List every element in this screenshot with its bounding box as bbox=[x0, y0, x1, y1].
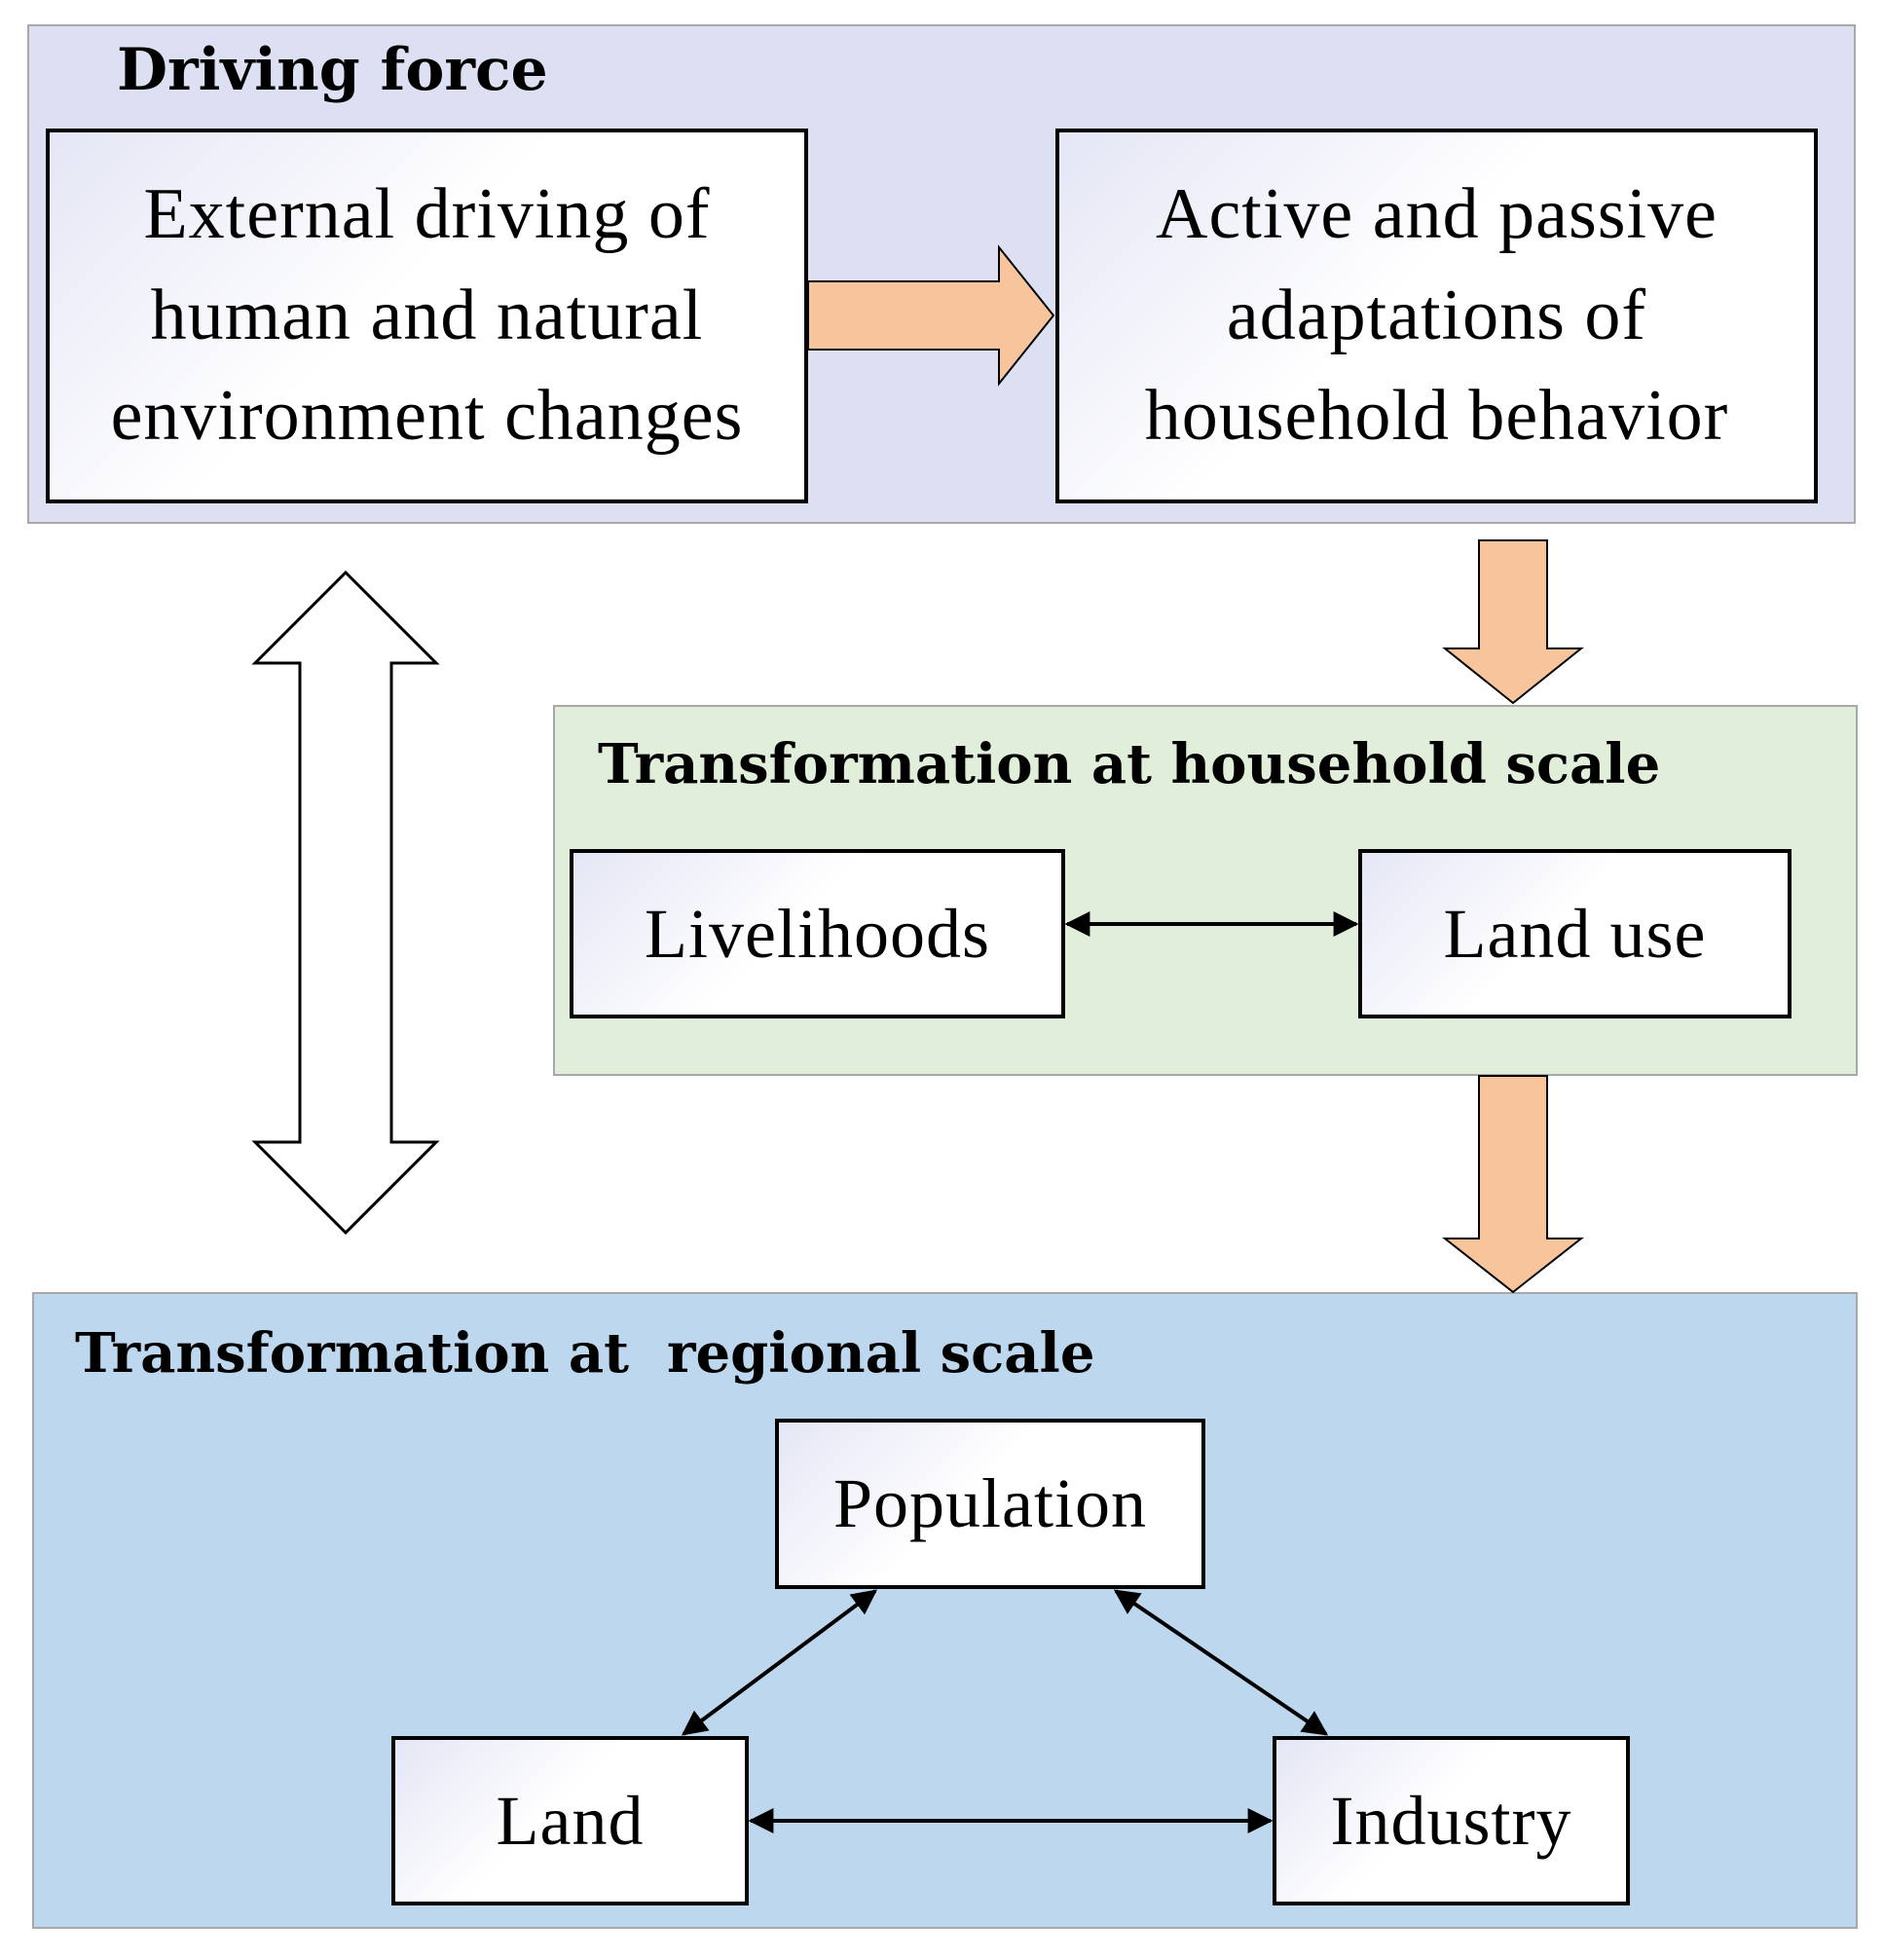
industry-label: Industry bbox=[1330, 1781, 1572, 1860]
population-label: Population bbox=[832, 1464, 1147, 1543]
down-block-arrow-lower bbox=[1442, 1075, 1584, 1294]
land-use-box: Land use bbox=[1358, 849, 1792, 1018]
livelihoods-label: Livelihoods bbox=[645, 894, 990, 973]
household-scale-title: Transformation at household scale bbox=[598, 732, 1661, 796]
land-box: Land bbox=[391, 1736, 749, 1905]
population-box: Population bbox=[775, 1419, 1205, 1589]
land-use-label: Land use bbox=[1443, 894, 1707, 973]
external-driving-label: External driving of human and natural en… bbox=[110, 174, 744, 457]
bidirectional-hollow-arrow bbox=[251, 570, 440, 1236]
industry-box: Industry bbox=[1273, 1736, 1630, 1905]
external-driving-box: External driving of human and natural en… bbox=[46, 129, 808, 503]
household-adaptations-box: Active and passive adaptations of househ… bbox=[1055, 129, 1818, 503]
livelihoods-box: Livelihoods bbox=[570, 849, 1065, 1018]
regional-scale-title: Transformation at regional scale bbox=[75, 1321, 1095, 1386]
driving-force-title: Driving force bbox=[117, 36, 548, 104]
land-label: Land bbox=[496, 1781, 645, 1860]
down-block-arrow-upper bbox=[1442, 539, 1584, 705]
household-adaptations-label: Active and passive adaptations of househ… bbox=[1144, 174, 1729, 457]
